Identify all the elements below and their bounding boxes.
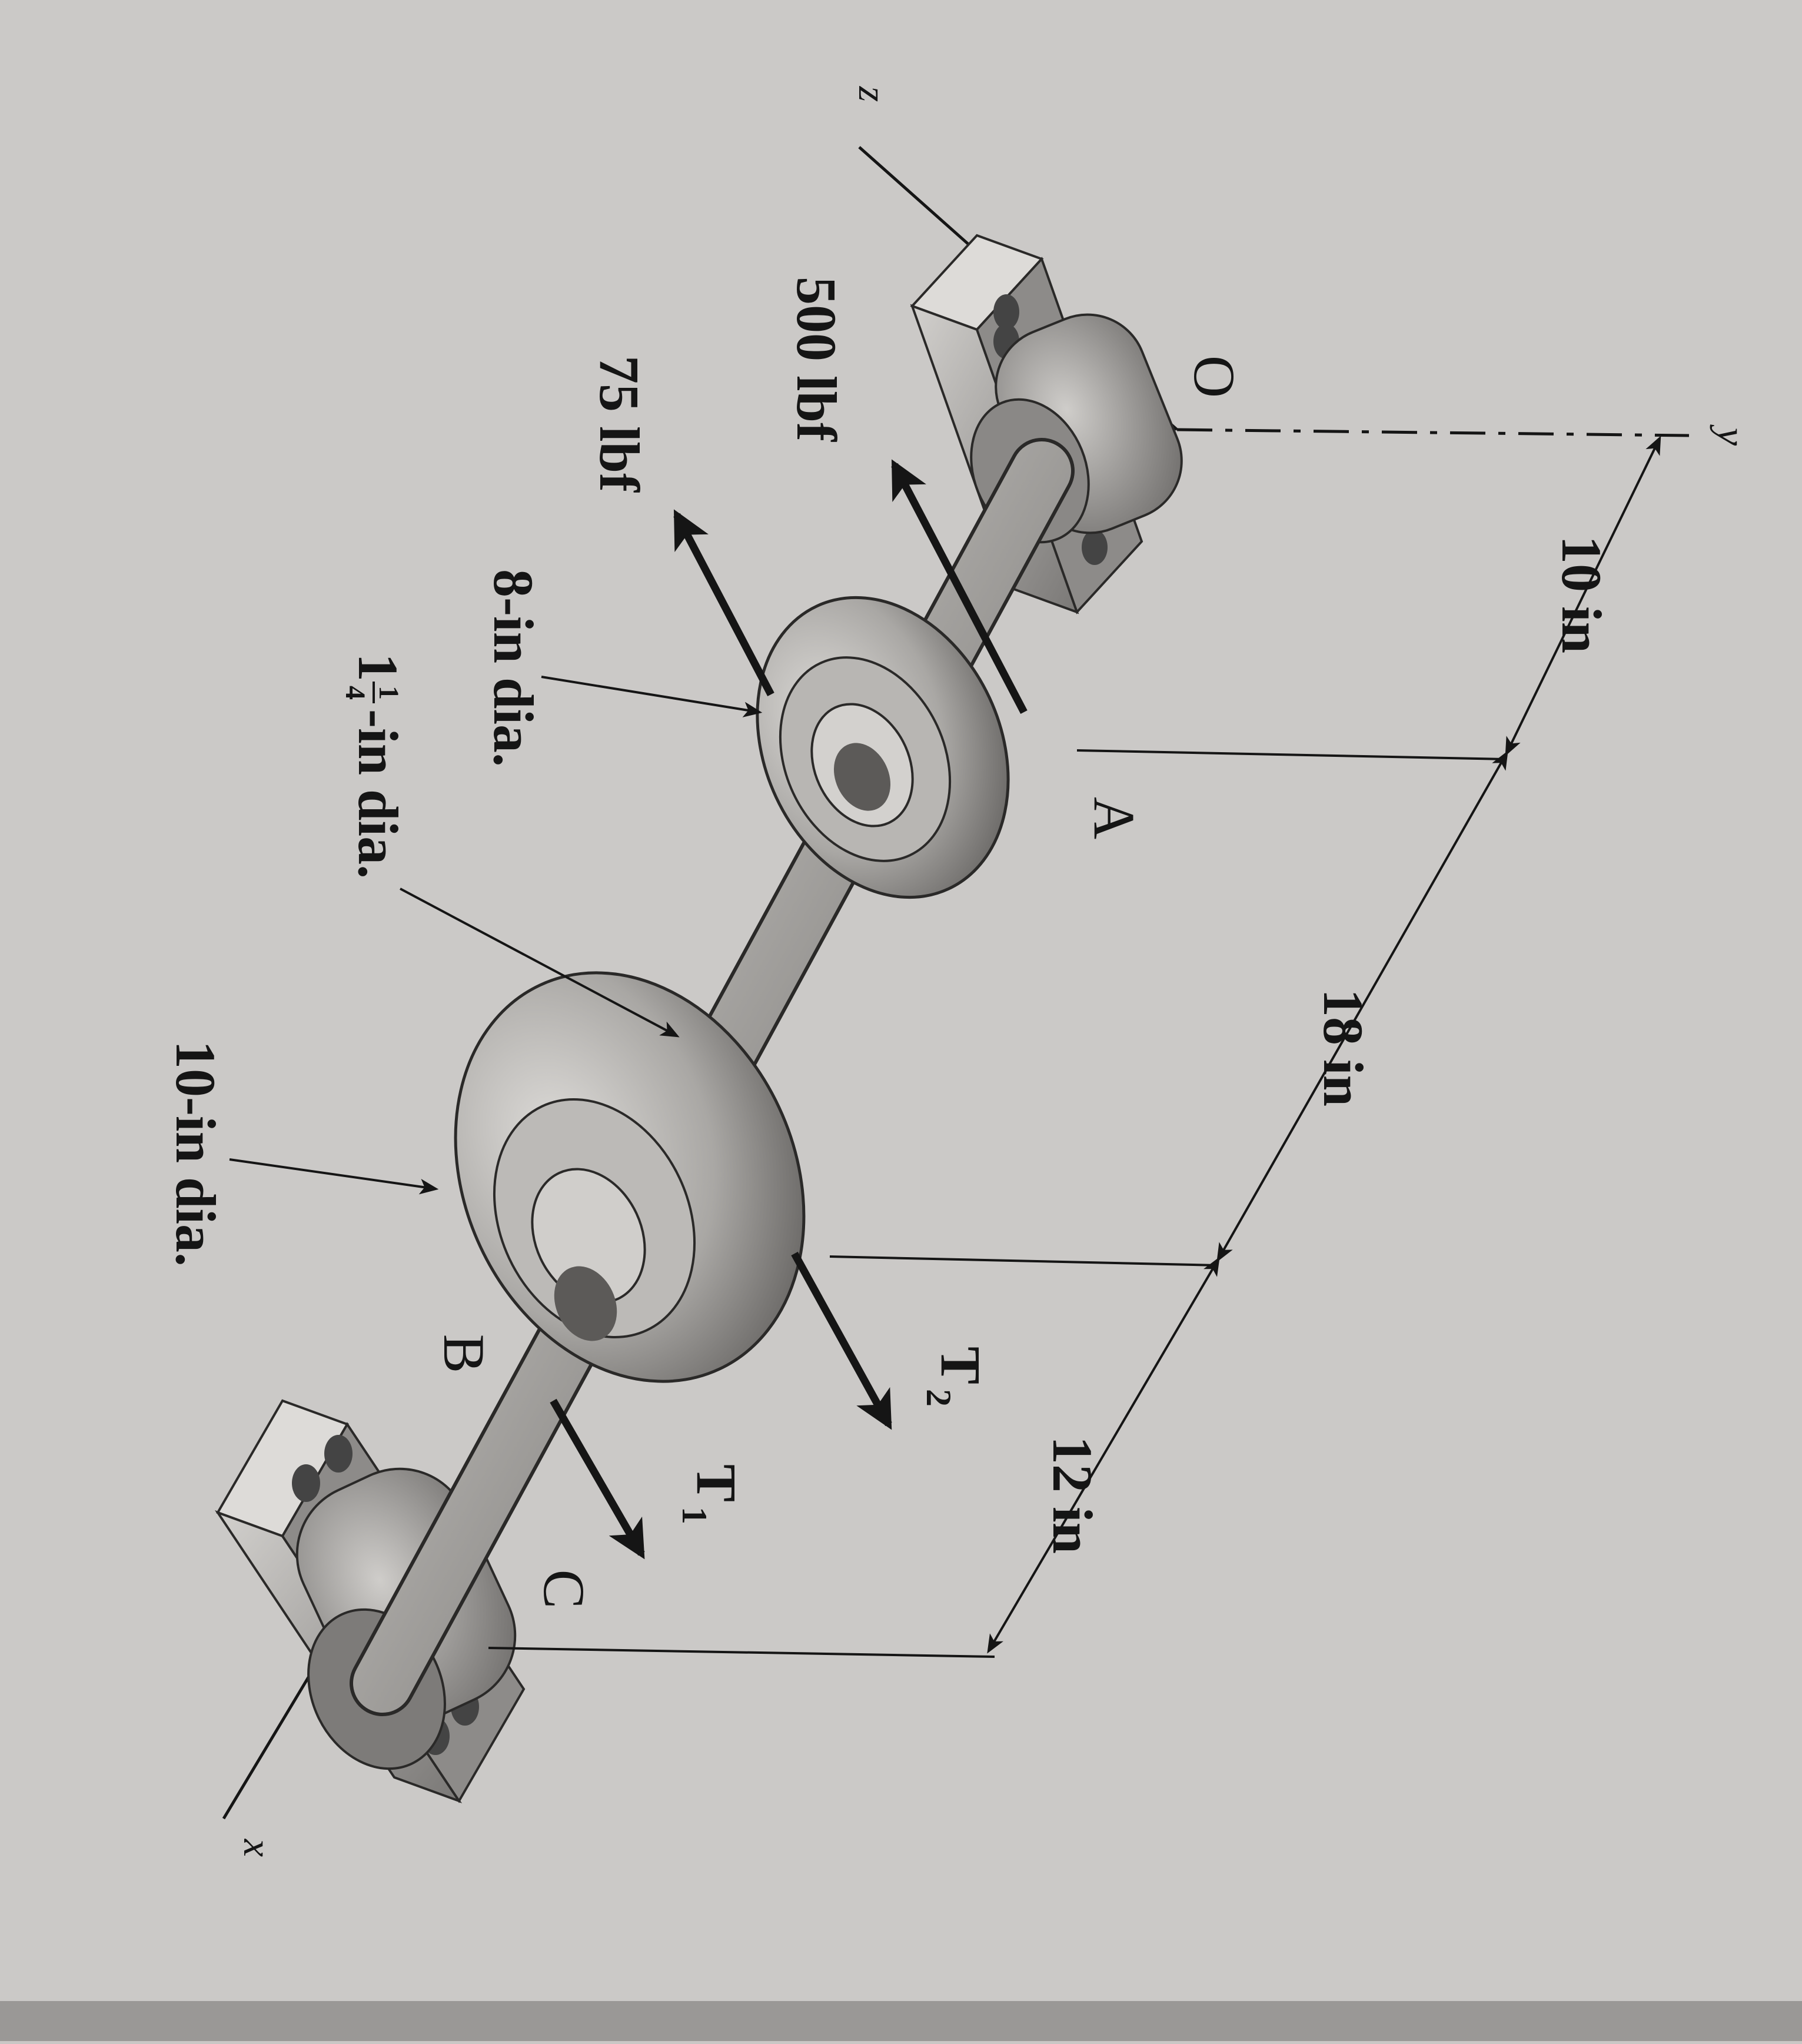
shaft-dia-whole: 1	[347, 653, 410, 682]
shaft-dia-frac-den: 4	[340, 686, 371, 700]
t1-arrow	[550, 1398, 645, 1560]
t2-arrow	[791, 1251, 892, 1430]
dim-line-12in	[987, 1257, 1220, 1654]
dimension-lines	[488, 436, 1661, 1658]
t2-subscript: 2	[919, 1389, 958, 1407]
force-500-arrow	[891, 459, 1028, 714]
shaft-dia-label: 1 1 4 -in dia.	[340, 653, 410, 879]
force-75-arrow	[673, 509, 774, 697]
t1-label: T 1	[675, 1464, 748, 1524]
bearing-c	[214, 1399, 526, 1803]
callout-leaders	[229, 676, 763, 1195]
x-axis-label: x	[235, 1839, 280, 1857]
dim-line-10in	[1505, 436, 1661, 756]
point-o-label: O	[1182, 355, 1247, 398]
pulley-b-dia-label: 10-in dia.	[164, 1041, 227, 1267]
pulley-b	[454, 971, 806, 1383]
z-axis-label: z	[850, 86, 895, 102]
t1-subscript: 1	[675, 1507, 714, 1524]
force-500-label: 500 lbf	[785, 277, 848, 442]
paper-edge-shadow	[0, 2001, 1802, 2041]
paper-sheet	[0, 0, 1802, 2001]
dim-10in-label: 10 in	[1550, 536, 1613, 653]
dim-line-18in	[1216, 750, 1508, 1262]
t2-label: T 2	[919, 1347, 992, 1407]
force-arrows	[550, 459, 1028, 1560]
t1-letter: T	[685, 1464, 748, 1502]
t2-letter: T	[929, 1347, 992, 1384]
pulley-a	[756, 596, 1010, 899]
leader-shaft	[400, 888, 680, 1038]
pulley-a-dia-label: 8-in dia.	[482, 569, 545, 767]
y-axis-dashed-line	[1176, 428, 1690, 437]
point-b-label: B	[431, 1334, 497, 1374]
leader-8in	[541, 676, 763, 717]
dim-12in-label: 12 in	[1041, 1436, 1104, 1554]
ext-line-c	[488, 1647, 995, 1658]
dim-18in-label: 18 in	[1312, 989, 1375, 1106]
leader-10in	[229, 1158, 439, 1195]
point-c-label: C	[531, 1570, 597, 1609]
y-axis-label: y	[1710, 424, 1754, 446]
force-75-label: 75 lbf	[588, 355, 651, 493]
shaft-dia-rest: -in dia.	[347, 709, 410, 879]
shaft-dia-frac-num: 1	[373, 686, 404, 700]
point-a-label: A	[1082, 797, 1147, 839]
